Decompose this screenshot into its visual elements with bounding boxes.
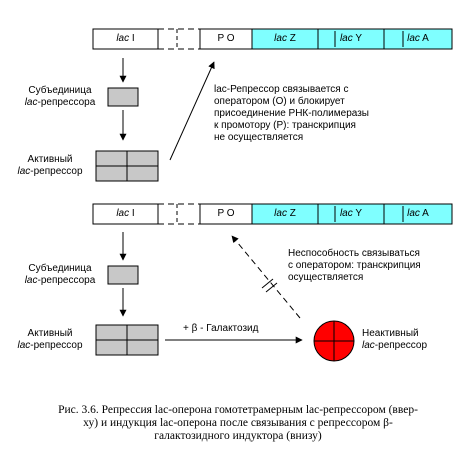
bottom-gene-PO: P O [217, 208, 235, 219]
top-active-label: Активный lac-репрессор [17, 154, 83, 177]
inducer-label: + β - Галактозид [183, 323, 259, 334]
bottom-note: Неспособность связываться с оператором: … [288, 248, 421, 283]
bottom-gene-lacZ: lac Z [274, 208, 296, 219]
bottom-gene-lacY: lac Y [339, 208, 363, 219]
bottom-block-mark-1 [261, 278, 274, 289]
top-gene-lacZ: lac Z [274, 33, 296, 44]
bottom-gene-lacA: lac A [407, 208, 429, 219]
bottom-subunit-label: Субъединица lac-репрессора [24, 263, 96, 286]
bottom-gene-lacI: lac I [116, 208, 135, 219]
inactive-repressor-label: Неактивный lac-репрессор [362, 328, 428, 351]
top-active-repressor [95, 150, 159, 182]
figure-caption: Рис. 3.6. Репрессия lac-оперона гомотетр… [58, 404, 418, 442]
inactive-repressor-icon [313, 320, 355, 362]
bottom-operon [92, 203, 453, 225]
top-operon [92, 28, 453, 50]
top-note: lac-Репрессор связывается с оператором (… [214, 84, 369, 143]
bottom-active-repressor [95, 324, 159, 356]
top-arrow-to-operator [169, 61, 215, 161]
bottom-blocked-arrow [231, 235, 301, 319]
bottom-active-label: Активный lac-репрессор [17, 328, 83, 351]
top-gene-lacA: lac A [407, 33, 429, 44]
top-gene-PO: P O [217, 33, 235, 44]
bottom-block-mark-2 [265, 282, 278, 293]
top-gene-lacY: lac Y [339, 33, 363, 44]
top-gene-lacI: lac I [116, 33, 135, 44]
top-subunit-label: Субъединица lac-репрессора [24, 85, 96, 108]
bottom-subunit-box [107, 265, 139, 285]
top-subunit-box [107, 87, 139, 107]
